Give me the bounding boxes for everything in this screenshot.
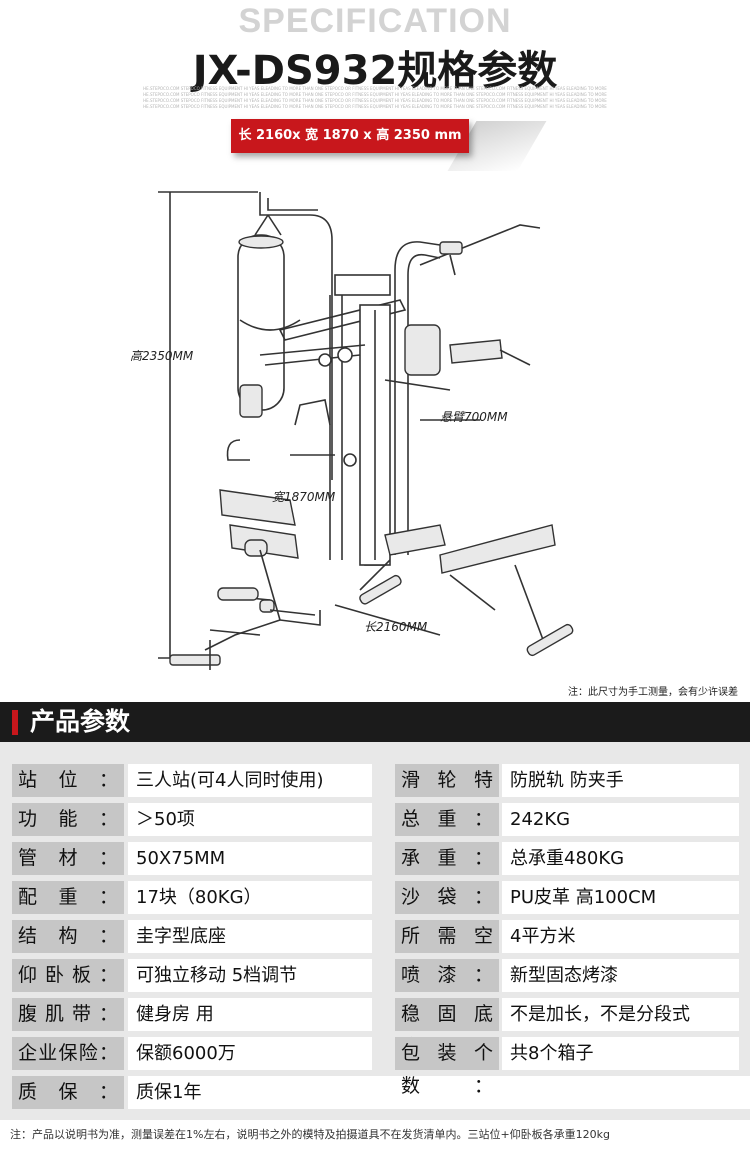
length-label: 长2160MM bbox=[364, 620, 428, 634]
spec-label: 包装个数： bbox=[395, 1037, 499, 1097]
fine-print-line: HE.STEPOCO.COM STEPOCO FITNESS EQUIPMENT… bbox=[143, 92, 607, 97]
section-title: 产品参数 bbox=[30, 707, 131, 736]
fine-print-line: HE.STEPOCO.COM STEPOCO FITNESS EQUIPMENT… bbox=[143, 98, 607, 103]
footer-note: 注：产品以说明书为准，测量误差在1%左右，说明书之外的模特及拍摄道具不在发货清单… bbox=[10, 1128, 611, 1141]
spec-value: 三人站(可4人同时使用) bbox=[128, 764, 372, 797]
gym-machine-drawing bbox=[158, 191, 574, 670]
fine-print-line: HE.STEPOCO.COM STEPOCO FITNESS EQUIPMENT… bbox=[143, 104, 607, 109]
spec-label: 管材： bbox=[12, 842, 124, 875]
spec-label: 企业保险： bbox=[12, 1037, 124, 1070]
spec-value: 保额6000万 bbox=[128, 1037, 372, 1070]
spec-label: 腹肌带： bbox=[12, 998, 124, 1031]
spec-value: 不是加长，不是分段式 bbox=[502, 998, 739, 1031]
spec-label: 喷漆： bbox=[395, 959, 499, 992]
spec-label: 配重： bbox=[12, 881, 124, 914]
spec-value: 总承重480KG bbox=[502, 842, 739, 875]
spec-value: 可独立移动 5档调节 bbox=[128, 959, 372, 992]
spec-value: 质保1年 bbox=[128, 1076, 750, 1109]
spec-value: ＞50项 bbox=[128, 803, 372, 836]
spec-value: 共8个箱子 bbox=[502, 1037, 739, 1070]
spec-label: 质保： bbox=[12, 1076, 124, 1109]
spec-label: 仰卧板： bbox=[12, 959, 124, 992]
spec-value: 圭字型底座 bbox=[128, 920, 372, 953]
spec-label: 承重： bbox=[395, 842, 499, 875]
section-header: 产品参数 bbox=[0, 702, 750, 742]
spec-value: 50X75MM bbox=[128, 842, 372, 875]
spec-value: PU皮革 高100CM bbox=[502, 881, 739, 914]
dimensions-banner: 长 2160x 宽 1870 x 高 2350 mm bbox=[231, 119, 469, 153]
accent-bar bbox=[12, 710, 18, 735]
spec-value: 新型固态烤漆 bbox=[502, 959, 739, 992]
spec-value: 4平方米 bbox=[502, 920, 739, 953]
height-label: 高2350MM bbox=[130, 349, 194, 363]
spec-label: 稳固底座： bbox=[395, 998, 499, 1058]
spec-label: 沙袋： bbox=[395, 881, 499, 914]
spec-value: 防脱轨 防夹手 bbox=[502, 764, 739, 797]
arm-length-label: 悬臂700MM bbox=[440, 410, 508, 424]
spec-label: 站位： bbox=[12, 764, 124, 797]
spec-label: 所需空间： bbox=[395, 920, 499, 980]
spec-value: 17块（80KG） bbox=[128, 881, 372, 914]
spec-value: 242KG bbox=[502, 803, 739, 836]
spec-label: 功能： bbox=[12, 803, 124, 836]
spec-value: 健身房 用 bbox=[128, 998, 372, 1031]
width-label: 宽1870MM bbox=[272, 490, 336, 504]
spec-label: 滑轮特性： bbox=[395, 764, 499, 824]
measurement-note: 注：此尺寸为手工测量，会有少许误差 bbox=[568, 687, 738, 698]
spec-label: 总重： bbox=[395, 803, 499, 836]
fine-print-line: HE.STEPOCO.COM STEPOCO FITNESS EQUIPMENT… bbox=[143, 86, 607, 91]
spec-label: 结构： bbox=[12, 920, 124, 953]
specification-heading: SPECIFICATION bbox=[238, 2, 512, 40]
page-title: JX-DS932规格参数 bbox=[192, 48, 558, 94]
specs-panel: 站位： 三人站(可4人同时使用) 功能： ＞50项 管材： 50X75MM 配重… bbox=[0, 742, 750, 1120]
